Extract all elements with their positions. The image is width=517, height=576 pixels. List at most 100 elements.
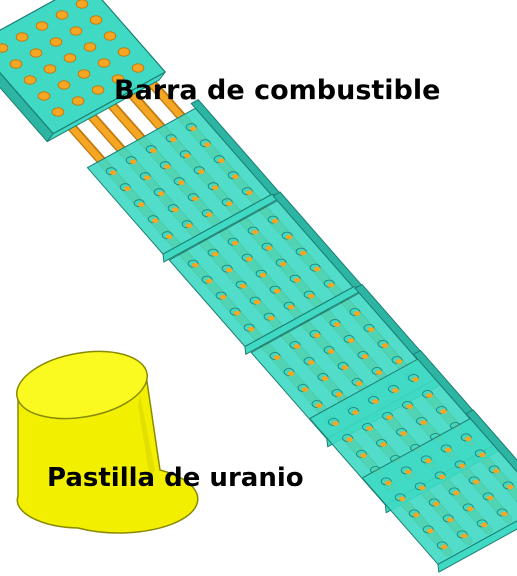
rod-through-spacer [384,480,392,486]
rod-through-spacer [375,370,383,375]
rod-through-spacer [420,420,427,425]
rod-through-spacer [367,327,375,332]
rod-through-spacer [335,392,343,397]
rod-through-spacer [185,223,193,229]
rod-through-spacer [400,431,407,436]
rod-through-spacer [149,148,157,154]
rod-through-spacer [352,410,359,415]
rod-through-spacer [440,409,447,414]
top-plate-hole [49,37,63,47]
rod-through-spacer [438,474,446,480]
top-plate-hole [55,10,69,20]
rod-through-spacer [466,506,474,512]
top-plate-hole [35,21,49,31]
rod-through-spacer [395,359,403,364]
rod-through-spacer [432,501,440,507]
rod-through-spacer [315,403,323,408]
rod-through-spacer [287,371,295,376]
spacer-grid [361,409,517,573]
rod-through-spacer [205,212,213,218]
rod-through-spacer [446,517,454,523]
top-plate-hole [51,107,65,117]
top-plate-hole [117,47,131,57]
fuel-rod-label: Barra de combustible [114,75,441,106]
pellet-label: Pastilla de uranio [47,463,304,493]
rod-through-spacer [157,191,165,197]
rod-through-spacer [123,186,131,192]
rod-through-spacer [259,272,267,278]
top-plate-hole [131,63,145,73]
rod-through-spacer [151,218,159,224]
rod-through-spacer [366,426,373,431]
rod-through-spacer [285,234,293,240]
spacer-grid [86,99,283,263]
rod-through-spacer [197,169,205,175]
rod-through-spacer [440,544,448,550]
rod-through-spacer [327,282,335,288]
rod-through-spacer [426,528,434,534]
rod-through-spacer [183,153,191,159]
rod-through-spacer [392,388,399,393]
top-plate-hole [111,74,125,84]
top-plate-hole [83,42,97,52]
rod-through-spacer [452,490,460,496]
rod-through-spacer [239,283,247,289]
rod-through-spacer [333,322,341,327]
rod-through-spacer [398,496,406,502]
rod-through-spacer [444,447,452,453]
rod-through-spacer [360,453,367,458]
rod-through-spacer [380,442,387,447]
rod-through-spacer [478,452,486,458]
rod-through-spacer [372,399,379,404]
rod-through-spacer [464,436,472,442]
rod-through-spacer [406,404,413,409]
top-plate-hole [0,43,9,53]
rod-through-spacer [418,485,426,491]
top-plate-hole [77,69,91,79]
rod-through-spacer [211,185,219,191]
rod-through-spacer [247,326,255,332]
spacer-grids [86,99,517,573]
uranium-pellet [16,350,199,534]
rod-through-spacer [381,343,389,348]
rod-through-spacer [307,360,315,365]
rod-through-spacer [293,277,301,283]
rod-through-spacer [191,196,199,202]
rod-through-spacer [347,338,355,343]
rod-through-spacer [307,293,315,299]
rod-through-spacer [424,458,432,464]
top-plate-hole [9,59,23,69]
rod-through-spacer [299,250,307,256]
rod-through-spacer [404,469,412,475]
rod-through-spacer [480,522,488,528]
top-plate-hole [75,0,89,9]
rod-through-spacer [506,484,514,490]
rod-through-spacer [386,415,393,420]
rod-through-spacer [251,229,259,235]
rod-through-spacer [458,463,466,469]
rod-through-spacer [271,218,279,224]
rod-through-spacer [143,175,151,181]
spacer-grid [168,191,365,356]
rod-through-spacer [233,310,241,316]
rod-through-spacer [355,381,363,386]
rod-through-spacer [245,256,253,262]
rod-through-spacer [279,261,287,267]
rod-through-spacer [361,354,369,359]
rod-through-spacer [137,202,145,208]
rod-through-spacer [412,512,420,518]
rod-through-spacer [265,245,273,251]
rod-through-spacer [287,304,295,310]
rod-through-spacer [225,201,233,207]
rod-through-spacer [253,299,261,305]
rod-through-spacer [211,251,219,257]
rod-through-spacer [129,159,137,165]
rod-through-spacer [169,137,177,143]
rod-through-spacer [245,190,253,196]
rod-through-spacer [426,393,433,398]
rod-through-spacer [273,288,281,294]
rod-through-spacer [313,266,321,272]
rod-through-spacer [203,142,211,148]
rod-through-spacer [321,376,329,381]
